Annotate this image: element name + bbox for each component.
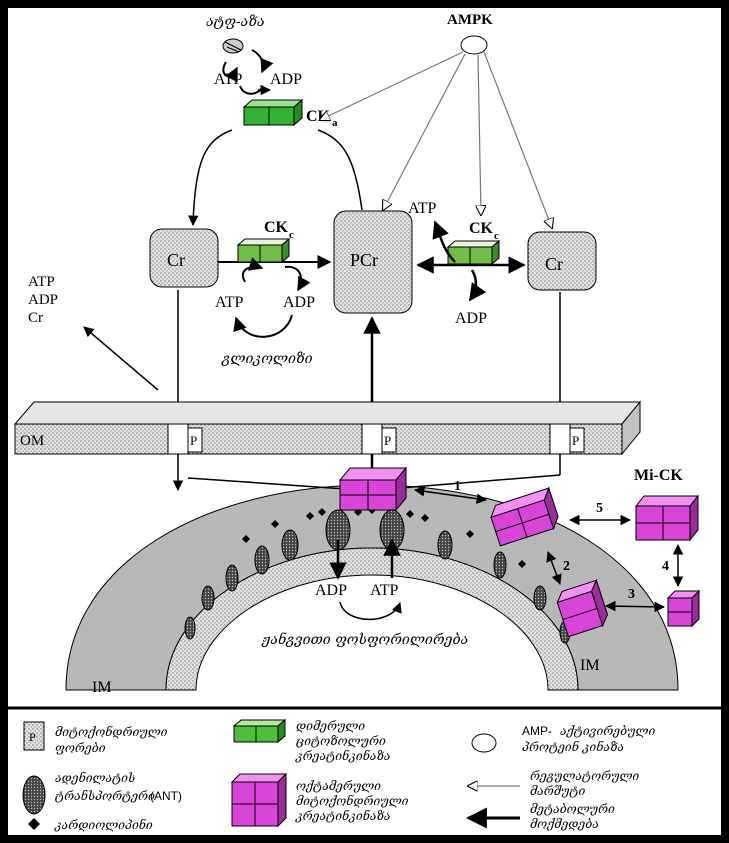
atpase-label: ატფ-აზა <box>206 13 265 30</box>
mi-ck-label: Mi-CK <box>634 467 683 484</box>
legend-cyto-ck-text-2: ციტოზოლური <box>296 734 386 748</box>
adp-top: ADP <box>270 71 302 88</box>
ck-c-left-label: CK <box>264 219 289 236</box>
step-3: 3 <box>628 587 635 602</box>
pore-left-label: P <box>190 433 197 448</box>
legend-ampk-prefix: AMP- <box>522 724 552 738</box>
atp-right: ATP <box>408 200 437 217</box>
legend-ampk-text-2: პროტეინ კინაზა <box>522 739 624 754</box>
ck-a-sub: a <box>332 117 338 129</box>
legend-cardiolipin-text: კარდიოლიპინი <box>54 817 153 832</box>
step-5: 5 <box>596 501 603 516</box>
adp-right: ADP <box>455 310 487 327</box>
om-label: OM <box>20 433 44 449</box>
ampk-icon <box>461 36 487 54</box>
cr-right-label: Cr <box>545 254 563 274</box>
ck-c-right-label: CK <box>469 220 494 237</box>
outer-membrane <box>15 402 640 454</box>
legend-reg-text-1: რეგულატორული <box>530 769 639 783</box>
export-cr: Cr <box>28 310 43 326</box>
legend-mi-ck-text-2: მიტოქონდრიული <box>296 793 409 808</box>
adp-mito: ADP <box>315 582 347 599</box>
legend-ant-text-1: ადენილატის <box>55 770 135 785</box>
ampk-label: AMPK <box>447 12 493 28</box>
legend-ant-text-2: ტრანსპორტერი <box>55 788 155 803</box>
ck-c-right-sub: c <box>494 230 499 242</box>
export-adp: ADP <box>28 292 58 308</box>
legend-reg-text-2: მარშუტი <box>530 784 586 798</box>
legend-ampk-text-1: აქტივირებული <box>560 724 655 738</box>
legend-mi-ck-text-1: ოქტამერული <box>296 779 381 793</box>
cr-left-label: Cr <box>167 250 185 270</box>
pcr-label: PCr <box>350 250 378 270</box>
legend-pore-icon-letter: P <box>29 730 36 744</box>
atp-left: ATP <box>215 294 244 311</box>
legend-mi-ck-icon <box>232 774 286 826</box>
ck-c-left-sub: c <box>289 229 294 241</box>
im-left-label: IM <box>92 679 112 696</box>
legend-cyto-ck-text-3: კრეატინკინაზა <box>295 748 391 763</box>
legend-mi-ck-text-3: კრეატინკინაზა <box>295 808 391 823</box>
step-2: 2 <box>563 559 570 574</box>
atp-mito: ATP <box>370 582 399 599</box>
ck-c-right-dimer-icon <box>448 241 499 264</box>
legend-ampk-icon <box>472 734 496 752</box>
glycolysis-label: გლიკოლიზი <box>221 350 313 367</box>
legend-pore-text-1: მიტოქონდრიული <box>55 724 168 739</box>
export-atp: ATP <box>28 274 55 290</box>
adp-left: ADP <box>283 294 315 311</box>
oxphos-label: ჟანგვითი ფოსფორილირება <box>261 630 468 648</box>
step-1: 1 <box>454 479 461 494</box>
ck-c-left-dimer-icon <box>238 239 289 262</box>
legend-ant-icon <box>23 776 45 814</box>
ck-a-dimer-icon <box>244 100 302 125</box>
legend-met-text-1: მეტაბოლური <box>530 802 615 816</box>
mi-ck-dimer-free <box>668 591 699 626</box>
mi-ck-octamer-free <box>636 496 698 540</box>
legend-ant-abbr: (ANT) <box>150 789 182 803</box>
step-4: 4 <box>662 559 669 574</box>
legend-cyto-ck-icon <box>234 720 285 742</box>
legend-pore-text-2: ფორები <box>55 741 106 755</box>
legend-met-text-2: მოქმედება <box>530 817 599 831</box>
legend-cyto-ck-text-1: დიმერული <box>296 719 365 733</box>
mi-ck-octamer-bound <box>340 468 406 510</box>
pore-right-label: P <box>572 433 579 448</box>
pore-middle-label: P <box>384 433 391 448</box>
im-right-label: IM <box>580 657 600 674</box>
atp-top: ATP <box>214 71 243 88</box>
